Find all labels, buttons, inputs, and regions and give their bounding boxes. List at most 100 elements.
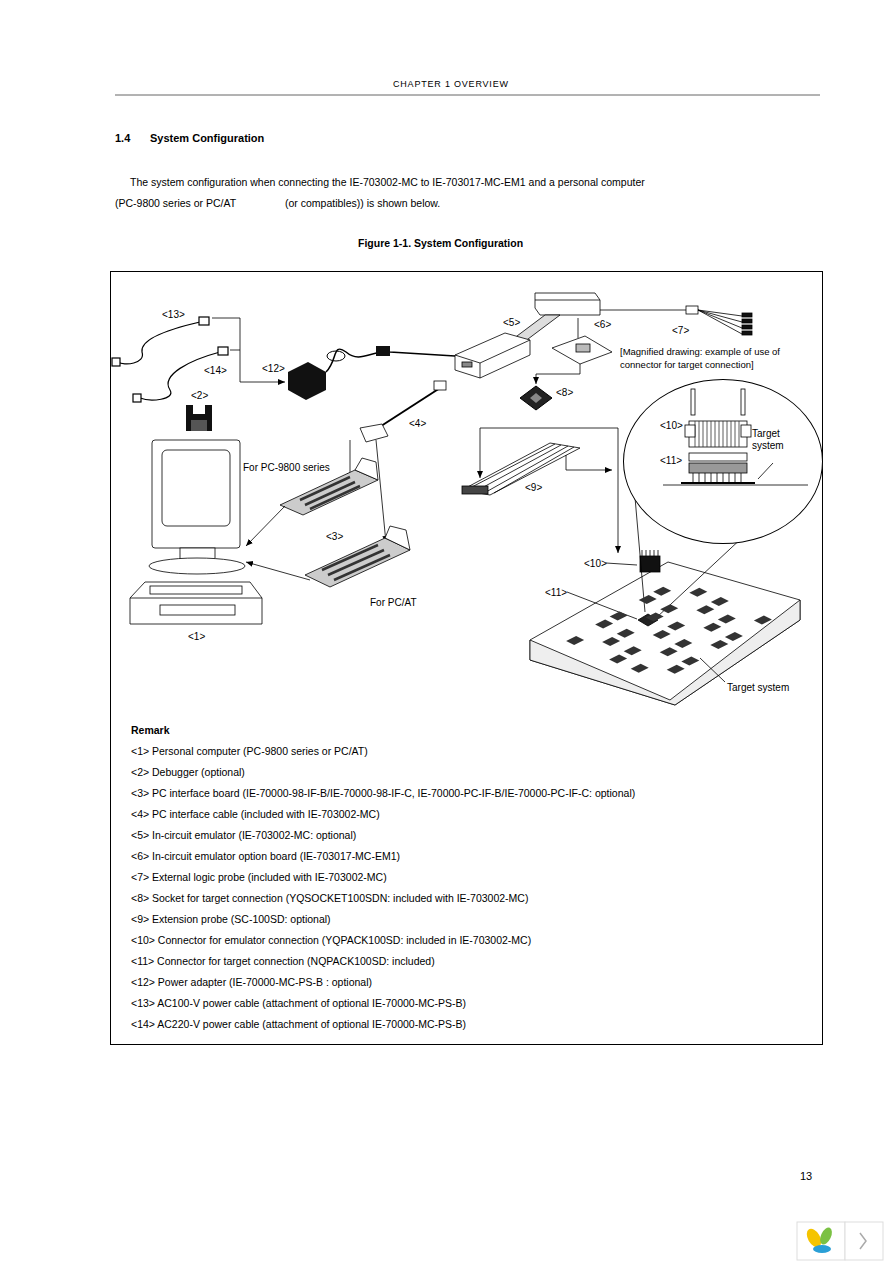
magnified-connector — [681, 482, 755, 484]
extension-probe — [462, 486, 488, 494]
chip — [710, 640, 728, 649]
remark-item: <1> Personal computer (PC-9800 series or… — [131, 745, 368, 758]
chip — [703, 623, 721, 632]
interface-boards — [355, 458, 378, 480]
remark-item: <10> Connector for emulator connection (… — [131, 934, 531, 947]
magnified-connector — [693, 473, 741, 483]
callout-number: <10> — [584, 557, 607, 571]
interface-boards — [280, 470, 378, 515]
callout-number: <5> — [503, 316, 520, 330]
chip — [660, 604, 678, 613]
chip — [667, 622, 685, 631]
logo — [818, 1226, 835, 1247]
chip — [610, 611, 628, 620]
interface-boards — [246, 562, 310, 580]
remark-item: <7> External logic probe (included with … — [131, 871, 387, 884]
remark-item: <9> Extension probe (SC-100SD: optional) — [131, 913, 331, 926]
remark-item: <12> Power adapter (IE-70000-MC-PS-B : o… — [131, 976, 372, 989]
personal-computer — [149, 558, 245, 574]
chip — [674, 639, 692, 648]
option-board — [576, 344, 590, 352]
target-board — [700, 658, 725, 682]
chip — [681, 657, 699, 666]
emulator — [462, 362, 472, 367]
power-adapter — [376, 346, 390, 356]
callout-number: <14> — [204, 364, 227, 378]
chip — [754, 616, 772, 625]
chip — [718, 614, 736, 623]
power-adapter — [288, 362, 326, 400]
power-adapter — [327, 351, 345, 361]
target-board — [530, 562, 800, 705]
logic-probe — [742, 313, 752, 317]
logo — [797, 1222, 845, 1260]
floppy-disk — [193, 405, 205, 414]
section-title: System Configuration — [150, 131, 264, 146]
page-number: 13 — [800, 1169, 812, 1184]
magnified-connector — [691, 389, 695, 415]
emulator — [480, 363, 481, 378]
magnified-connector — [689, 453, 747, 461]
callout-number: <11> — [545, 586, 567, 600]
target-socket — [530, 393, 542, 403]
logo — [813, 1245, 831, 1253]
power-cables — [199, 317, 209, 325]
chip — [631, 664, 649, 673]
chip — [711, 597, 729, 606]
interface-boards — [385, 526, 410, 550]
callout-number: <13> — [162, 308, 185, 322]
interface-cable — [350, 381, 446, 543]
callout-number: <11> — [660, 455, 682, 467]
logic-probe — [742, 319, 752, 323]
personal-computer — [130, 598, 262, 599]
magnified-connector — [741, 389, 745, 415]
interface-cable — [360, 424, 388, 442]
header-rule — [115, 95, 820, 96]
interface-boards — [246, 506, 285, 546]
chip — [646, 612, 664, 621]
part-label: For PC/AT — [370, 596, 416, 610]
body-text: (or compatibles)) is shown below. — [285, 196, 440, 210]
emulator — [480, 340, 530, 363]
logo — [860, 1233, 866, 1249]
remark-item: <2> Debugger (optional) — [131, 766, 245, 779]
chip — [667, 665, 685, 674]
magnified-connector — [758, 463, 773, 479]
magnified-connector — [689, 421, 747, 447]
header-rule — [115, 95, 820, 96]
figure-frame: <10><11>Target systemRemark<1> Personal … — [110, 271, 823, 1045]
remark-item: <11> Connector for target connection (NQ… — [131, 955, 435, 968]
callout-number: <3> — [326, 530, 343, 544]
remark-item: <3> PC interface board (IE-70000-98-IF-B… — [131, 787, 635, 800]
logo — [845, 1222, 883, 1260]
chip — [653, 587, 671, 596]
callout-number: <8> — [556, 386, 573, 400]
callout-number: <1> — [188, 630, 205, 644]
body-text: (PC-9800 series or PC/AT — [115, 196, 236, 210]
power-cables — [112, 317, 228, 402]
magnified-connector — [689, 463, 747, 473]
power-cables — [112, 358, 120, 366]
option-board — [536, 336, 612, 384]
target-socket — [520, 386, 552, 410]
chip — [595, 620, 613, 629]
emulator — [455, 333, 530, 378]
callout-number: <4> — [409, 417, 426, 431]
remark-item: <8> Socket for target connection (YQSOCK… — [131, 892, 528, 905]
emulator — [535, 300, 600, 301]
chip — [639, 595, 657, 604]
remark-item: <13> AC100-V power cable (attachment of … — [131, 997, 466, 1010]
callout-number: <9> — [525, 481, 542, 495]
magnified-connector — [663, 389, 808, 485]
floppy-disk — [186, 405, 212, 431]
power-cables — [218, 347, 228, 355]
chip — [602, 637, 620, 646]
chip — [624, 646, 642, 655]
extension-probe — [462, 428, 618, 553]
emulator — [535, 293, 600, 315]
figure-title: Figure 1-1. System Configuration — [358, 237, 523, 249]
power-adapter — [326, 349, 455, 372]
interface-cable — [376, 440, 386, 543]
interface-boards — [246, 458, 410, 587]
option-board — [536, 364, 580, 384]
